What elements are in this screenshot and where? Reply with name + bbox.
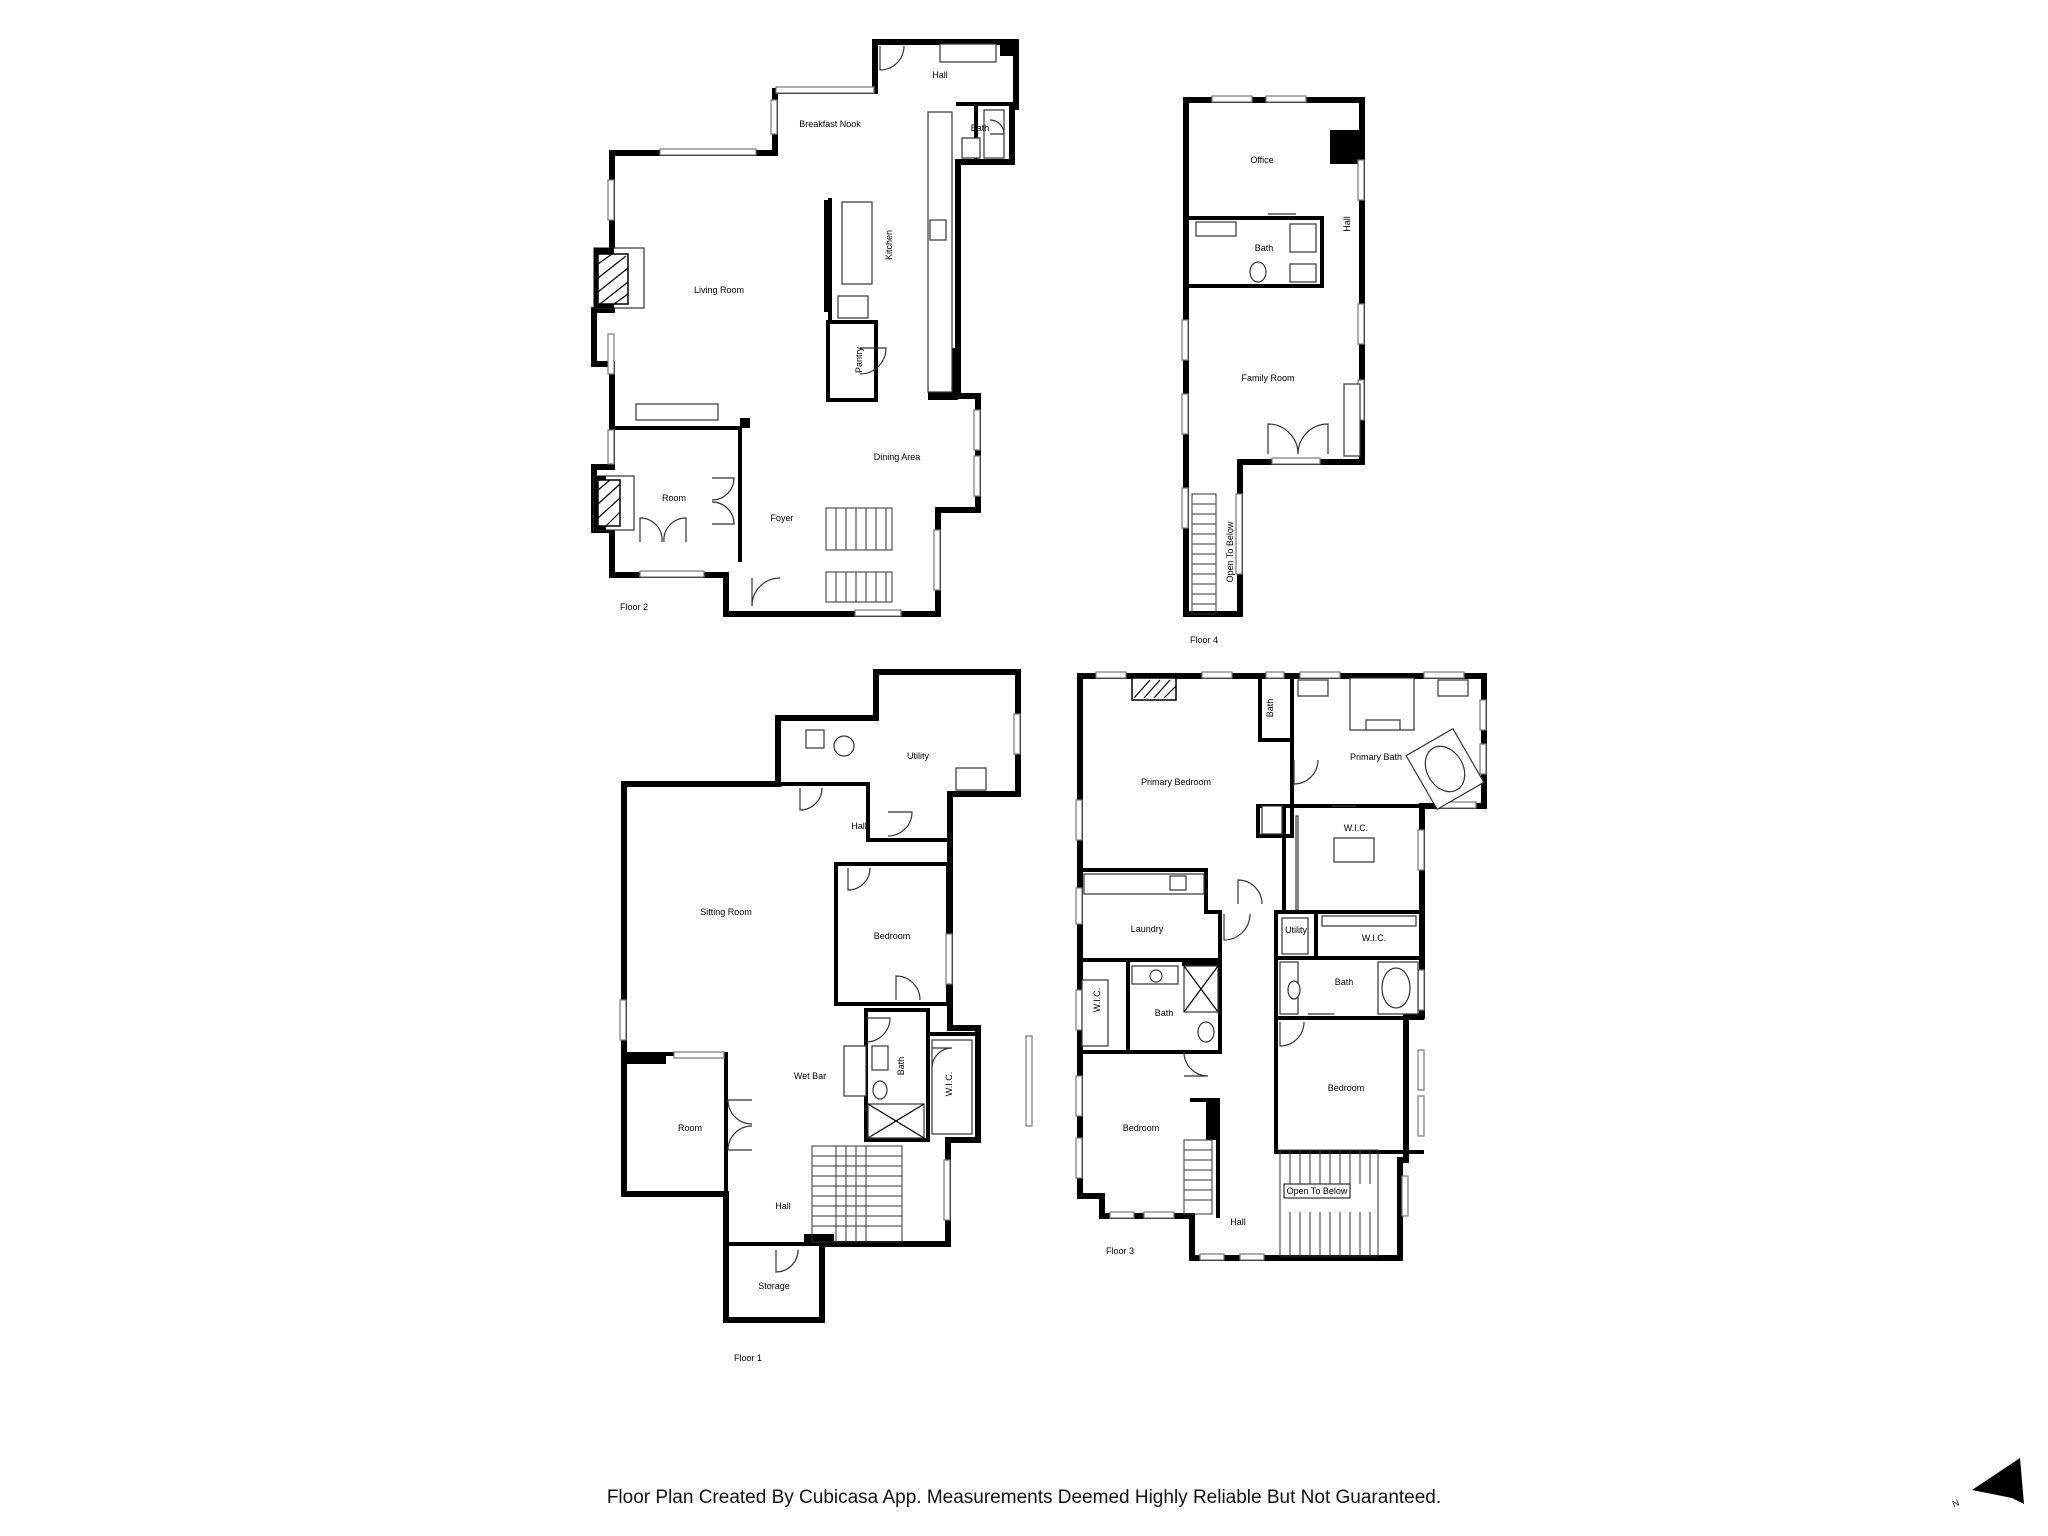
floor-label: Floor 2 bbox=[620, 602, 648, 612]
room-label: Bedroom bbox=[874, 931, 911, 941]
compass-letter: N bbox=[1951, 1497, 1961, 1509]
north-arrow-icon: N bbox=[1951, 1458, 2024, 1509]
room-label: Sitting Room bbox=[700, 907, 752, 917]
room-label: Utility bbox=[1285, 925, 1307, 935]
room-label: W.I.C. bbox=[1092, 988, 1102, 1013]
room-label: Office bbox=[1250, 155, 1273, 165]
room-label: Dining Area bbox=[874, 452, 921, 462]
room-label: Bath bbox=[971, 123, 990, 133]
room-label: Family Room bbox=[1241, 373, 1294, 383]
floor-label: Floor 3 bbox=[1106, 1246, 1134, 1256]
room-label: Breakfast Nook bbox=[799, 119, 861, 129]
room-label: Bath bbox=[896, 1057, 906, 1076]
room-label: Bath bbox=[1335, 977, 1354, 987]
floor-2: Hall Breakfast Nook Bath Kitchen Living … bbox=[591, 39, 1019, 617]
floor-label: Floor 4 bbox=[1190, 635, 1218, 645]
room-label: Hall bbox=[1230, 1217, 1246, 1227]
room-label: Pantry bbox=[854, 346, 864, 373]
room-label: Hall bbox=[851, 821, 867, 831]
floor-4: Office Hall Bath Family Room Open To Bel… bbox=[1181, 95, 1365, 645]
room-label: Primary Bedroom bbox=[1141, 777, 1211, 787]
floor-label: Floor 1 bbox=[734, 1353, 762, 1363]
room-label: Bath bbox=[1255, 243, 1274, 253]
room-label: Primary Bath bbox=[1350, 752, 1402, 762]
room-label: Open To Below bbox=[1287, 1186, 1348, 1196]
room-label: Bath bbox=[1155, 1008, 1174, 1018]
room-label: Laundry bbox=[1131, 924, 1164, 934]
room-label: Hall bbox=[932, 70, 948, 80]
room-label: W.I.C. bbox=[1344, 823, 1369, 833]
room-label: Bath bbox=[1265, 699, 1275, 718]
room-label: Storage bbox=[758, 1281, 790, 1291]
room-label: Wet Bar bbox=[794, 1071, 826, 1081]
room-label: W.I.C. bbox=[944, 1072, 954, 1097]
room-label: Room bbox=[662, 493, 686, 503]
room-label: Utility bbox=[907, 751, 929, 761]
room-label: Bedroom bbox=[1328, 1083, 1365, 1093]
room-label: Open To Below bbox=[1225, 521, 1235, 582]
room-label: Bedroom bbox=[1123, 1123, 1160, 1133]
room-label: Kitchen bbox=[884, 230, 894, 260]
floor-1: Utility Hall Sitting Room Bedroom Bath W… bbox=[619, 669, 1033, 1363]
room-label: Room bbox=[678, 1123, 702, 1133]
room-label: Living Room bbox=[694, 285, 744, 295]
footer-disclaimer: Floor Plan Created By Cubicasa App. Meas… bbox=[606, 1487, 1442, 1508]
room-label: Hall bbox=[1342, 216, 1352, 232]
room-label: Hall bbox=[775, 1201, 791, 1211]
room-label: Foyer bbox=[770, 513, 793, 523]
floor-3: Bath Primary Bath Primary Bedroom W.I.C.… bbox=[1075, 671, 1487, 1261]
room-label: W.I.C. bbox=[1362, 933, 1387, 943]
